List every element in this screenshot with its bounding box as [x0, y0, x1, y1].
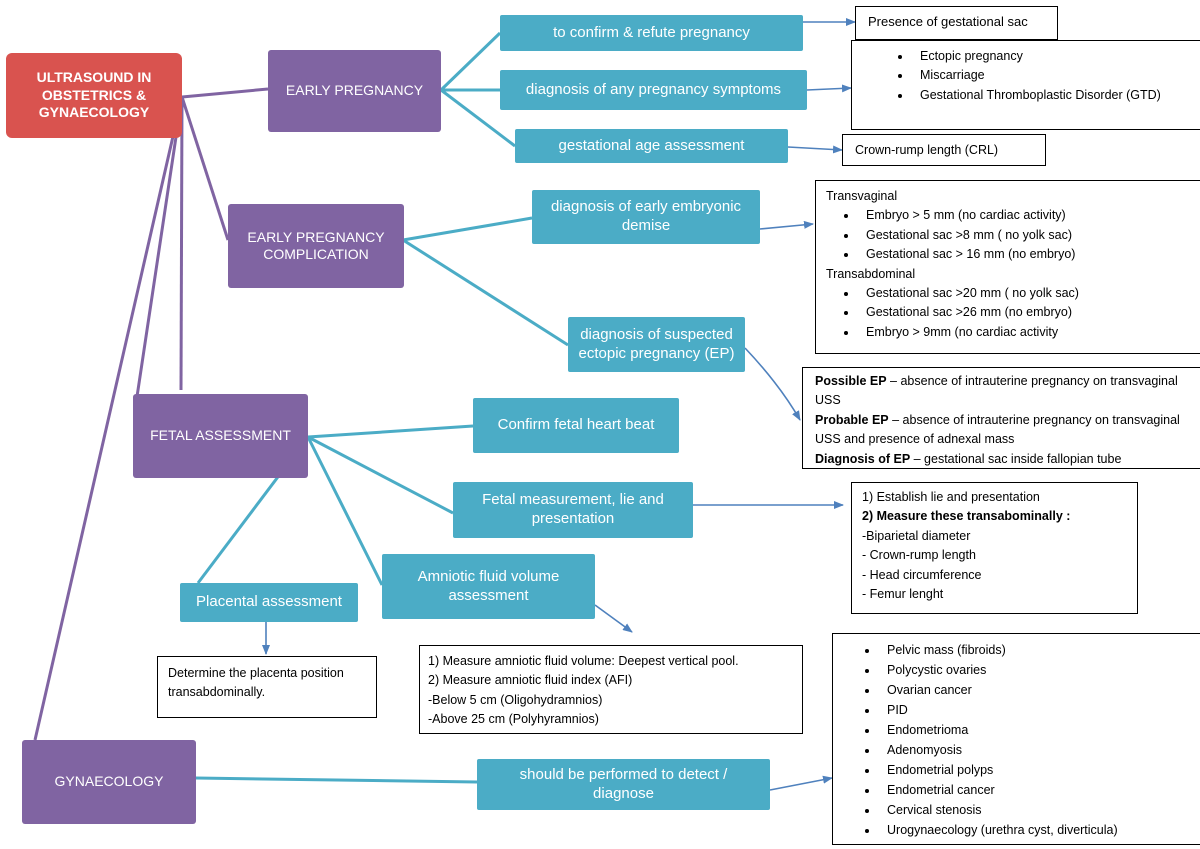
list-item: Cervical stenosis: [879, 800, 1195, 820]
detail-fetal-measurement: 1) Establish lie and presentation 2) Mea…: [851, 482, 1138, 614]
list-item: Adenomyosis: [879, 740, 1195, 760]
probable-ep: Probable EP – absence of intrauterine pr…: [815, 411, 1188, 450]
detail-gestational-sac: Presence of gestational sac: [855, 6, 1058, 40]
diagnosis-ep-text: – gestational sac inside fallopian tube: [910, 451, 1122, 466]
detail-crl: Crown-rump length (CRL): [842, 134, 1046, 166]
probable-ep-text: – absence of intrauterine pregnancy on t…: [815, 412, 1180, 447]
subtopic-gestational-age: gestational age assessment: [515, 129, 788, 163]
detail-gyn-list: Pelvic mass (fibroids) Polycystic ovarie…: [832, 633, 1200, 845]
list-item: Pelvic mass (fibroids): [879, 640, 1195, 660]
detail-symptoms-list: Ectopic pregnancy Miscarriage Gestationa…: [851, 40, 1200, 130]
subtopic-fetal-heart: Confirm fetal heart beat: [473, 398, 679, 453]
detail-arrows: [262, 18, 856, 791]
root-connectors: [33, 87, 269, 741]
list-item: Ectopic pregnancy: [912, 47, 1194, 66]
list-item: -Above 25 cm (Polyhyramnios): [428, 712, 599, 727]
list-item: Embryo > 9mm (no cardiac activity: [858, 323, 1190, 342]
subtopic-diagnosis-symptoms: diagnosis of any pregnancy symptoms: [500, 70, 807, 110]
subtopic-embryonic-demise: diagnosis of early embryonic demise: [532, 190, 760, 244]
placenta-text: Determine the placenta position transabd…: [168, 666, 344, 700]
possible-ep-term: Possible EP: [815, 374, 887, 388]
list-item: Urogynaecology (urethra cyst, diverticul…: [879, 820, 1195, 840]
category-fetal-assessment: FETAL ASSESSMENT: [133, 394, 308, 478]
detail-placenta: Determine the placenta position transabd…: [157, 656, 377, 718]
possible-ep: Possible EP – absence of intrauterine pr…: [815, 372, 1188, 411]
diagnosis-ep-term: Diagnosis of EP: [815, 451, 911, 466]
transvaginal-heading: Transvaginal: [826, 189, 898, 203]
list-item: Endometrial cancer: [879, 780, 1195, 800]
subtopic-amniotic-fluid: Amniotic fluid volume assessment: [382, 554, 595, 619]
afi-step-1: 1) Measure amniotic fluid volume: Deepes…: [428, 654, 739, 668]
list-item: - Femur lenght: [862, 586, 944, 601]
list-item: Gestational Thromboplastic Disorder (GTD…: [912, 86, 1194, 105]
list-item: Endometrial polyps: [879, 760, 1195, 780]
list-item: PID: [879, 700, 1195, 720]
list-item: Gestational sac > 16 mm (no embryo): [858, 245, 1190, 264]
list-item: Embryo > 5 mm (no cardiac activity): [858, 206, 1190, 225]
diagnosis-ep: Diagnosis of EP – gestational sac inside…: [815, 450, 1188, 469]
list-item: Gestational sac >8 mm ( no yolk sac): [858, 226, 1190, 245]
list-item: Gestational sac >26 mm (no embryo): [858, 303, 1190, 322]
fetal-step-1: 1) Establish lie and presentation: [862, 490, 1040, 504]
subtopic-fetal-measurement: Fetal measurement, lie and presentation: [453, 482, 693, 538]
list-item: Gestational sac >20 mm ( no yolk sac): [858, 284, 1190, 303]
probable-ep-term: Probable EP: [815, 412, 889, 427]
category-gynaecology: GYNAECOLOGY: [22, 740, 196, 824]
list-item: Endometrioma: [879, 720, 1195, 740]
detail-ep-definitions: Possible EP – absence of intrauterine pr…: [802, 367, 1200, 469]
afi-step-2: 2) Measure amniotic fluid index (AFI): [428, 673, 633, 688]
subtopic-placental-assessment: Placental assessment: [180, 583, 358, 622]
list-item: - Head circumference: [862, 567, 982, 582]
possible-ep-text: – absence of intrauterine pregnancy on t…: [815, 374, 1178, 408]
list-item: - Crown-rump length: [862, 548, 976, 563]
category-early-pregnancy: EARLY PREGNANCY: [268, 50, 441, 132]
subtopic-suspected-ep: diagnosis of suspected ectopic pregnancy…: [568, 317, 745, 372]
category-early-pregnancy-complication: EARLY PREGNANCY COMPLICATION: [228, 204, 404, 288]
transabdominal-heading: Transabdominal: [826, 266, 916, 281]
detail-demise-criteria: Transvaginal Embryo > 5 mm (no cardiac a…: [815, 180, 1200, 354]
crl-text: Crown-rump length (CRL): [855, 143, 999, 157]
detail-amniotic-fluid: 1) Measure amniotic fluid volume: Deepes…: [419, 645, 803, 734]
subtopic-confirm-pregnancy: to confirm & refute pregnancy: [500, 15, 803, 51]
subtopic-gyn-detect: should be performed to detect / diagnose: [477, 759, 770, 810]
list-item: Ovarian cancer: [879, 680, 1195, 700]
list-item: -Below 5 cm (Oligohydramnios): [428, 692, 603, 707]
list-item: Polycystic ovaries: [879, 660, 1195, 680]
sub-connectors: [195, 31, 569, 784]
list-item: Miscarriage: [912, 66, 1194, 85]
fetal-step-2: 2) Measure these transabominally :: [862, 509, 1071, 524]
gestational-sac-text: Presence of gestational sac: [868, 14, 1028, 29]
root-topic: ULTRASOUND IN OBSTETRICS & GYNAECOLOGY: [6, 53, 182, 138]
list-item: -Biparietal diameter: [862, 528, 971, 543]
